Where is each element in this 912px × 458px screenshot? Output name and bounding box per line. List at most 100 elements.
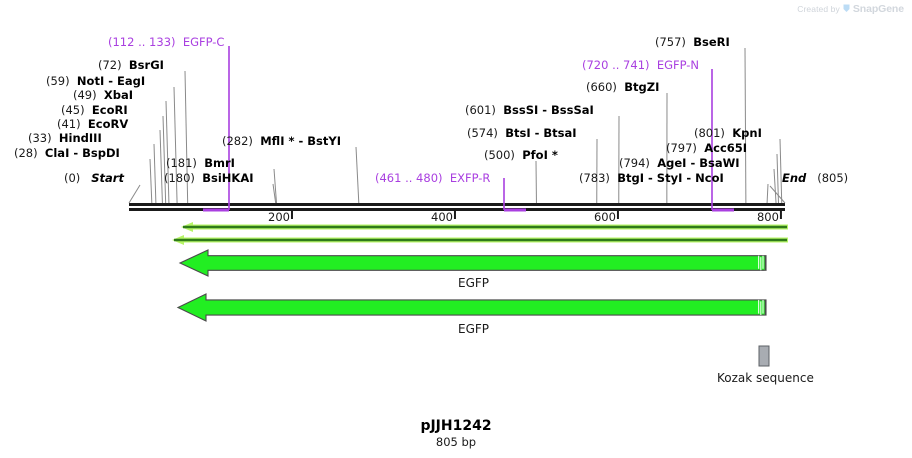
enzyme-name: EagI — [117, 74, 146, 88]
leader-line-btgi-styi-ncoi — [766, 183, 769, 204]
enzyme-name: XbaI — [103, 88, 134, 102]
ruler-tick-label: 600 — [593, 210, 616, 224]
leader-line-ecori — [162, 115, 167, 204]
enzyme-label-bsihkai[interactable]: (180) BsiHKAI — [164, 171, 254, 185]
enzyme-label-acc65i[interactable]: (797) Acc65I — [666, 141, 747, 155]
enzyme-position: (720 .. 741) — [582, 58, 657, 72]
enzyme-position: (794) — [619, 156, 658, 170]
enzyme-label-hindiii[interactable]: (33) HindIII — [28, 131, 102, 145]
enzyme-label-mfli-bstyi[interactable]: (282) MflI * - BstYI — [222, 134, 341, 148]
enzyme-position: (801) — [694, 126, 733, 140]
enzyme-name: NotI — [76, 74, 105, 88]
snapgene-watermark: Created by SnapGene — [797, 3, 904, 15]
enzyme-name: EGFP-C — [182, 35, 225, 49]
enzyme-name: BsaWI — [699, 156, 740, 170]
enzyme-name: AgeI — [657, 156, 687, 170]
ruler-tick — [290, 211, 293, 219]
enzyme-position: (797) — [666, 141, 705, 155]
start-terminus: (0) Start — [64, 171, 124, 185]
enzyme-name: BssSaI — [551, 103, 594, 117]
enzyme-name: BtgI — [617, 171, 645, 185]
leader-line-terminus-0 — [128, 184, 141, 204]
enzyme-label-bmri[interactable]: (181) BmrI — [166, 156, 235, 170]
orf-truncation-hatch — [760, 301, 762, 316]
enzyme-label-agei-bsawi[interactable]: (794) AgeI - BsaWI — [619, 156, 740, 170]
terminus-position: (805) — [806, 171, 849, 185]
enzyme-label-kpni[interactable]: (801) KpnI — [694, 126, 762, 140]
primer-arrow-primer-1 — [181, 222, 788, 232]
leader-line-mfli-bstyi — [355, 146, 360, 204]
enzyme-position: (181) — [166, 156, 205, 170]
enzyme-separator: - — [104, 74, 118, 88]
enzyme-separator: - — [682, 171, 696, 185]
leader-line-noti-eagi — [173, 86, 178, 204]
enzyme-name: StyI — [656, 171, 683, 185]
terminus-label: End — [782, 171, 807, 185]
enzyme-label-bsssi-bsssai[interactable]: (601) BssSI - BssSaI — [465, 103, 594, 117]
leader-line-hindiii — [153, 143, 157, 204]
primer-arrow-primer-2 — [172, 235, 788, 245]
enzyme-name: BmrI — [204, 156, 235, 170]
enzyme-name: BtsI — [505, 126, 531, 140]
enzyme-label-clai-bspdi[interactable]: (28) ClaI - BspDI — [14, 146, 120, 160]
enzyme-position: (601) — [465, 103, 504, 117]
orf-arrow-egfp-orf-2 — [176, 293, 767, 322]
ruler-tick-label: 400 — [431, 210, 453, 224]
purple-bar-egfp-c-marker — [203, 208, 229, 212]
enzyme-label-btgzi[interactable]: (660) BtgZI — [586, 80, 659, 94]
enzyme-name: NcoI — [695, 171, 724, 185]
purple-bar-egfp-n-marker — [712, 208, 734, 212]
terminus-position: (0) — [64, 171, 92, 185]
orf-arrow-egfp-orf-1 — [178, 249, 767, 277]
enzyme-separator: - — [294, 134, 308, 148]
watermark-prefix: Created by — [797, 4, 840, 14]
enzyme-separator: - — [644, 171, 657, 185]
purple-bar-exfp-r-marker — [504, 208, 526, 212]
enzyme-label-pfoi[interactable]: (500) PfoI * — [484, 148, 558, 162]
plasmid-length: 805 bp — [435, 435, 477, 449]
watermark-brand: SnapGene — [852, 3, 904, 15]
enzyme-position: (783) — [579, 171, 618, 185]
enzyme-label-btgi-styi-ncoi[interactable]: (783) BtgI - StyI - NcoI — [579, 171, 724, 185]
enzyme-label-ecorv[interactable]: (41) EcoRV — [57, 117, 128, 131]
enzyme-position: (660) — [586, 80, 625, 94]
enzyme-label-noti-eagi[interactable]: (59) NotI - EagI — [46, 74, 145, 88]
enzyme-separator: - — [538, 103, 552, 117]
leader-line-terminus-1 — [769, 185, 786, 204]
enzyme-separator: - — [530, 126, 544, 140]
enzyme-label-ecori[interactable]: (45) EcoRI — [61, 103, 128, 117]
enzyme-name: BssSI — [503, 103, 539, 117]
enzyme-label-egfp-n[interactable]: (720 .. 741) EGFP-N — [582, 58, 699, 72]
enzyme-position: (33) — [28, 131, 59, 145]
enzyme-label-exfp-r[interactable]: (461 .. 480) EXFP-R — [375, 171, 490, 185]
enzyme-separator: - — [686, 156, 700, 170]
enzyme-position: (574) — [467, 126, 506, 140]
enzyme-label-bsrgi[interactable]: (72) BsrGI — [98, 58, 164, 72]
orf-truncation-hatch — [758, 255, 760, 269]
enzyme-label-xbai[interactable]: (49) XbaI — [73, 88, 133, 102]
enzyme-position: (112 .. 133) — [108, 35, 183, 49]
kozak-swatch — [758, 345, 770, 367]
enzyme-name: BspDI — [82, 146, 120, 160]
enzyme-label-egfp-c[interactable]: (112 .. 133) EGFP-C — [108, 35, 224, 49]
leader-line-clai-bspdi — [149, 158, 153, 204]
orf-truncation-hatch — [760, 257, 762, 271]
snapgene-logo-icon — [843, 4, 850, 15]
orf-truncation-hatch — [758, 299, 760, 314]
enzyme-position: (41) — [57, 117, 88, 131]
enzyme-name: HindIII — [58, 131, 102, 145]
enzyme-name: Acc65I — [704, 141, 748, 155]
orf-label-egfp-orf-1: EGFP — [458, 276, 490, 290]
enzyme-name: BsiHKAI — [202, 171, 254, 185]
ruler-tick — [779, 211, 782, 219]
leader-line-xbai — [165, 100, 170, 204]
leader-line-bsihkai — [272, 183, 277, 204]
ruler-line-bottom — [129, 208, 785, 211]
enzyme-label-bseri[interactable]: (757) BseRI — [655, 35, 730, 49]
enzyme-position: (28) — [14, 146, 45, 160]
enzyme-label-btsi-btsai[interactable]: (574) BtsI - BtsaI — [467, 126, 577, 140]
enzyme-name: BsrGI — [128, 58, 164, 72]
leader-line-bsrgi — [184, 70, 189, 204]
enzyme-name: MflI * — [260, 134, 295, 148]
